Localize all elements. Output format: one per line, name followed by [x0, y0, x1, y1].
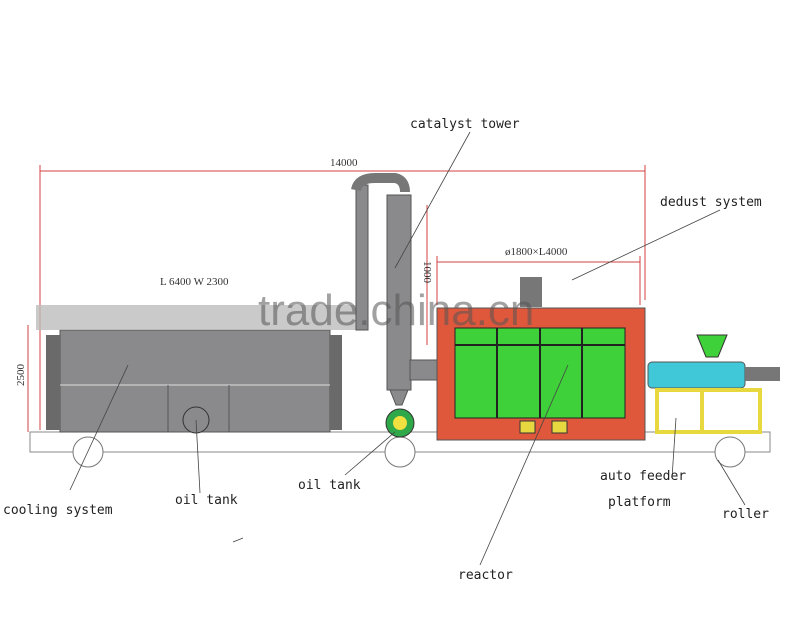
cooling-size-label: L 6400 W 2300 [160, 276, 229, 288]
platform [655, 388, 762, 434]
oil-tank-label: oil tank [175, 493, 238, 508]
watermark: trade.china.cn [258, 286, 534, 335]
fan [385, 408, 415, 438]
reactor-size-dimension [436, 256, 641, 305]
oil-tank-label: oil tank [298, 478, 361, 493]
dedust-system-label: dedust system [660, 195, 762, 210]
catalyst-tower [351, 173, 441, 406]
reactor [436, 277, 646, 441]
catalyst-tower-label: catalyst tower [410, 117, 520, 132]
total-length-label: 14000 [330, 157, 358, 169]
cooling-system-label: cooling system [3, 503, 113, 518]
auto-feeder [647, 334, 780, 389]
reactor-size-label: ø1800×L4000 [505, 246, 568, 258]
roller-wheel [714, 436, 746, 468]
roller-wheel [384, 436, 416, 468]
auto-feeder-label: auto feeder [600, 469, 686, 484]
height-label: 2500 [15, 364, 27, 387]
roller-label: roller [722, 507, 769, 522]
reactor-label: reactor [458, 568, 513, 583]
leader-lines [69, 131, 746, 566]
platform-label: platform [608, 495, 671, 510]
tower-height-label: 1000 [421, 261, 433, 284]
total-length-dimension [39, 165, 646, 430]
